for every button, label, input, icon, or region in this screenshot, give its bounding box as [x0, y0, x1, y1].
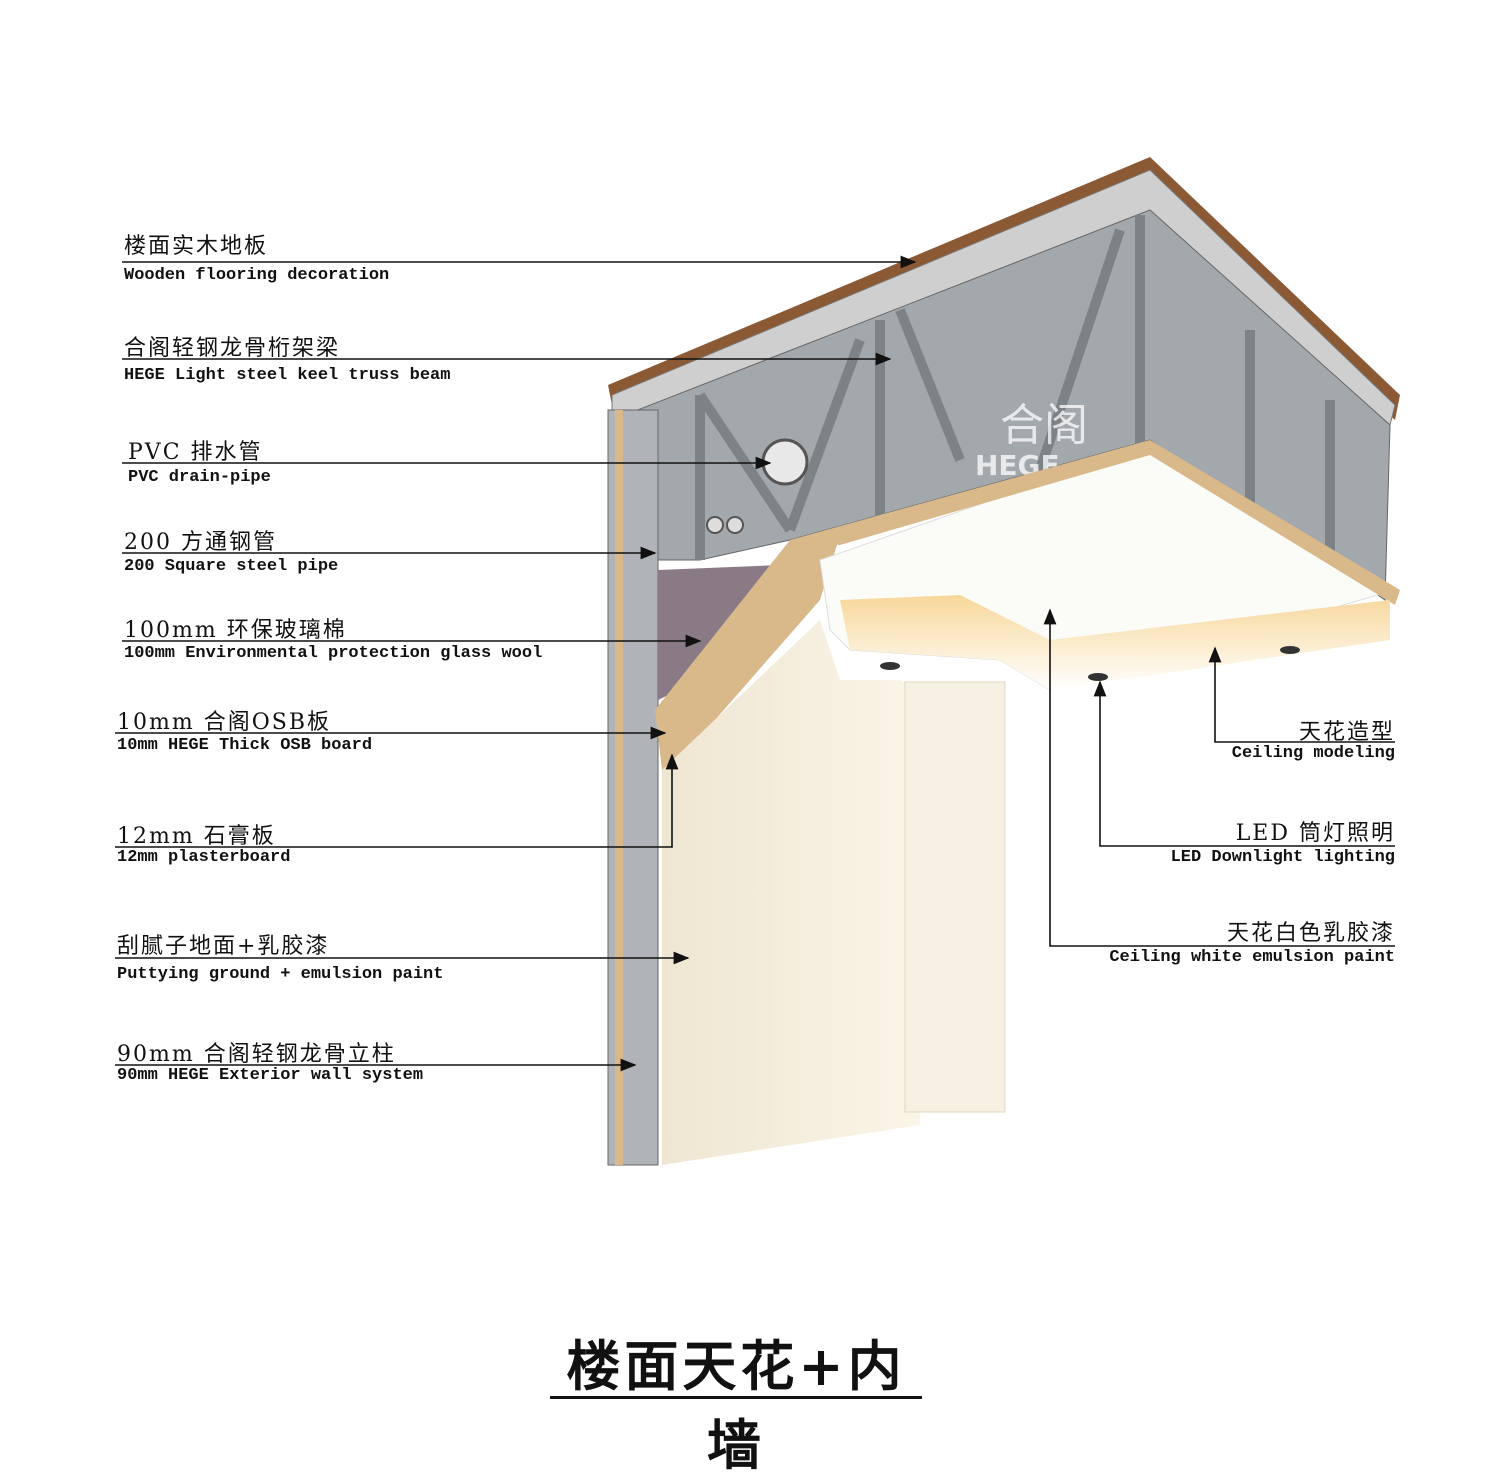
label-putty-en: Puttying ground + emulsion paint	[117, 965, 444, 984]
label-wall-system-en: 90mm HEGE Exterior wall system	[117, 1066, 424, 1085]
logo-watermark: 合阁 HEGE	[975, 400, 1088, 482]
downlight	[1280, 646, 1300, 654]
label-square-pipe-cn: 200 方通钢管	[124, 530, 277, 555]
label-led-en: LED Downlight lighting	[1170, 848, 1395, 867]
label-glass-wool-en: 100mm Environmental protection glass woo…	[124, 644, 543, 663]
label-plasterboard-cn: 12mm 石膏板	[117, 824, 276, 849]
label-glass-wool-cn: 100mm 环保玻璃棉	[124, 618, 347, 643]
leader-lines	[115, 255, 1395, 1072]
label-truss-beam-cn: 合阁轻钢龙骨桁架梁	[124, 336, 341, 361]
downlight	[880, 662, 900, 670]
pvc-drain-pipe	[761, 438, 809, 486]
plasterboard-wall	[662, 620, 920, 1165]
downlight	[1088, 673, 1108, 681]
label-ceiling-modeling-en: Ceiling modeling	[1231, 744, 1395, 763]
page-title: 楼面天花+内墙	[566, 1334, 906, 1477]
label-plasterboard-en: 12mm plasterboard	[117, 848, 291, 867]
label-osb-cn: 10mm 合阁OSB板	[117, 710, 331, 735]
ceiling-cove-light	[840, 595, 1390, 690]
label-ceiling-paint-cn: 天花白色乳胶漆	[1226, 921, 1395, 946]
svg-text:合阁: 合阁	[1000, 400, 1088, 451]
wall-column	[904, 681, 1006, 1113]
label-ceiling-paint-en: Ceiling white emulsion paint	[1109, 948, 1395, 967]
truss-members	[695, 215, 1335, 560]
label-truss-beam-en: HEGE Light steel keel truss beam	[124, 366, 451, 385]
label-wooden-flooring-cn: 楼面实木地板	[124, 234, 269, 259]
label-square-pipe-en: 200 Square steel pipe	[124, 557, 339, 576]
label-wall-system-cn: 90mm 合阁轻钢龙骨立柱	[117, 1042, 396, 1067]
label-putty-cn: 刮腻子地面+乳胶漆	[117, 934, 330, 959]
construction-illustration: 合阁 HEGE	[115, 157, 1400, 1166]
label-osb-en: 10mm HEGE Thick OSB board	[117, 736, 373, 755]
label-ceiling-modeling-cn: 天花造型	[1298, 720, 1395, 745]
label-pvc-pipe-en: PVC drain-pipe	[128, 468, 271, 487]
label-wooden-flooring-en: Wooden flooring decoration	[124, 266, 390, 285]
label-led-cn: LED 筒灯照明	[1235, 821, 1395, 846]
label-pvc-pipe-cn: PVC 排水管	[128, 440, 263, 465]
ceiling-osb-edge	[790, 440, 1400, 605]
osb-board	[655, 535, 840, 770]
title-underline	[550, 1396, 922, 1399]
